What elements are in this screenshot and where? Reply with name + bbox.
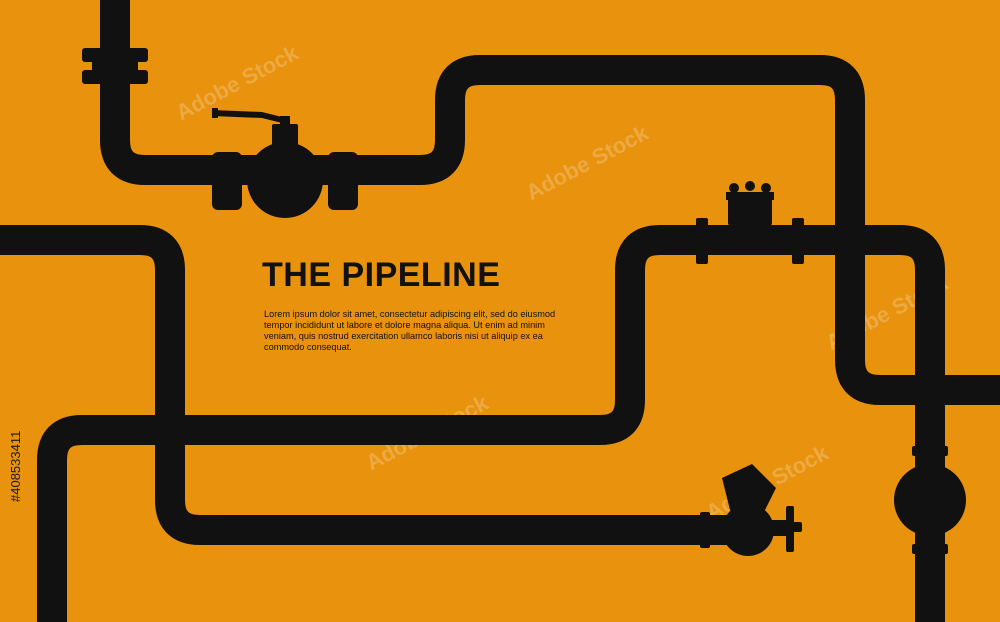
ball-valve <box>212 108 358 218</box>
page-title: THE PIPELINE <box>262 256 501 294</box>
gate-valve <box>696 181 804 264</box>
stock-id-watermark: #408533411 <box>8 430 23 502</box>
flange-top-left <box>82 48 148 84</box>
faucet-valve <box>700 464 802 556</box>
pipe-top <box>100 0 1000 405</box>
pipe-lower <box>37 225 945 622</box>
pipe-middle <box>0 225 760 545</box>
flange-right-upper <box>854 226 868 254</box>
body-text: Lorem ipsum dolor sit amet, consectetur … <box>264 309 556 352</box>
flow-meter <box>894 446 966 554</box>
